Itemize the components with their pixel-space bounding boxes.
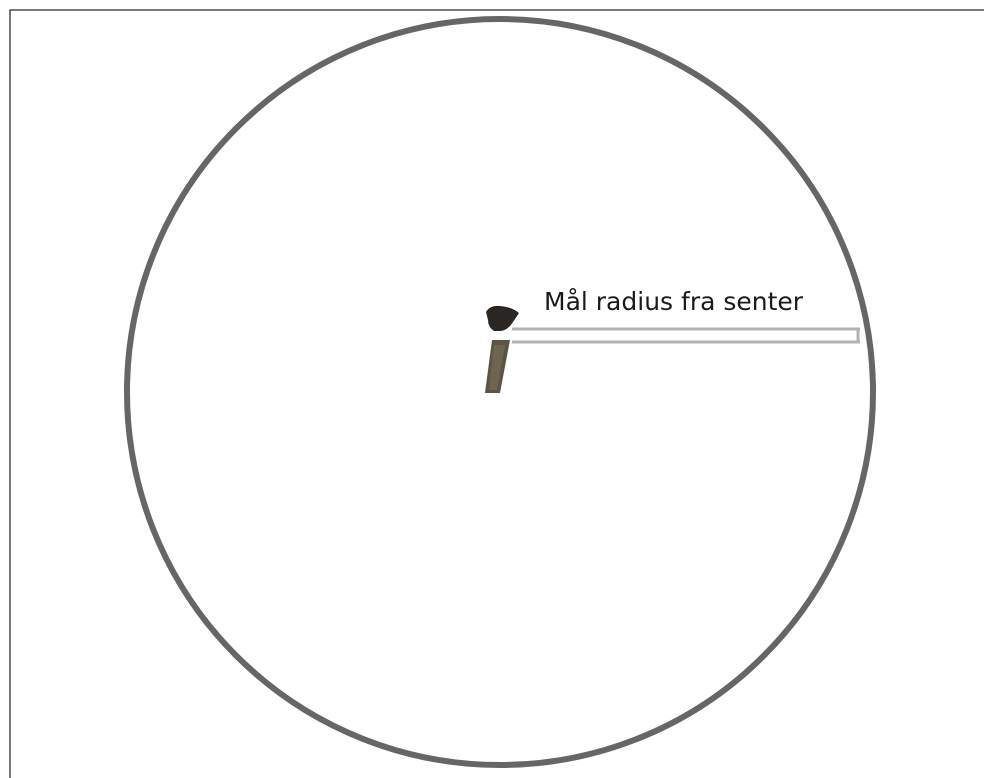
radius-label: Mål radius fra senter [544, 287, 804, 316]
frame-border [9, 9, 984, 778]
measurement-circle [124, 16, 876, 768]
stake-icon [485, 305, 519, 393]
radius-line [512, 327, 860, 344]
